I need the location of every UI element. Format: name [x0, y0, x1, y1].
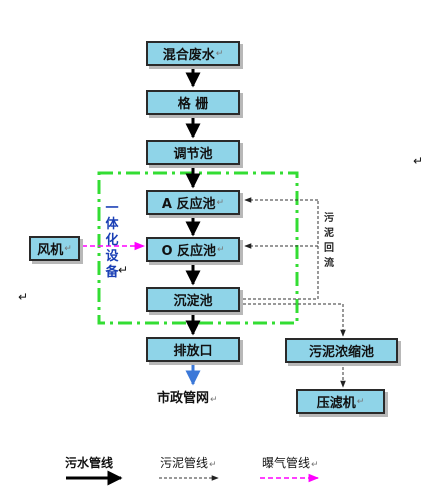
sludge-return-path — [243, 200, 319, 300]
legend-sludge-text: 污泥管线 — [160, 456, 209, 470]
integrated-equipment-frame — [97, 171, 299, 325]
municipal-pipe-network-label: 市政管网↵ — [157, 387, 218, 406]
paragraph-mark: ↵ — [311, 460, 319, 470]
sludge-return-label: 污泥回流 — [324, 213, 334, 269]
node-blower: 风机↵ — [29, 236, 80, 261]
legend-aeration-label: 曝气管线↵ — [262, 454, 319, 471]
legend-aeration-text: 曝气管线 — [262, 456, 311, 470]
node-discharge-outlet: 排放口 — [146, 337, 240, 362]
node-grille: 格 栅 — [146, 90, 240, 115]
paragraph-mark: ↵ — [216, 197, 225, 208]
legend-sludge-label: 污泥管线↵ — [160, 454, 217, 471]
integrated-equipment-label: 一体化设备 — [105, 201, 119, 280]
legend-sewage-label: 污水管线 — [65, 456, 114, 470]
paragraph-mark: ↵ — [209, 460, 217, 470]
paragraph-mark: ↵ — [118, 263, 129, 277]
node-o-reaction-tank: O 反应池↵ — [146, 237, 240, 262]
node-a-reaction-tank: A 反应池↵ — [146, 190, 240, 215]
node-a-reaction-tank-label: A 反应池 — [161, 197, 216, 212]
node-blower-label: 风机 — [37, 243, 64, 258]
node-mixed-wastewater: 混合废水↵ — [146, 41, 240, 66]
node-o-reaction-tank-label: O 反应池 — [161, 244, 217, 259]
paragraph-mark: ↵ — [210, 395, 218, 405]
paragraph-mark: ↵ — [215, 48, 224, 59]
paragraph-mark: ↵ — [356, 396, 365, 407]
node-grille-label: 格 栅 — [177, 97, 209, 112]
node-mixed-wastewater-label: 混合废水 — [162, 48, 215, 63]
node-filter-press: 压滤机↵ — [296, 389, 385, 414]
node-sludge-thickener-label: 污泥浓缩池 — [308, 345, 374, 360]
paragraph-mark: ↵ — [413, 154, 424, 168]
municipal-pipe-network-text: 市政管网 — [157, 391, 210, 406]
node-sedimentation-tank-label: 沉淀池 — [173, 294, 213, 309]
node-sedimentation-tank: 沉淀池 — [146, 287, 240, 312]
sludge-to-thickener-path — [243, 303, 346, 337]
paragraph-mark: ↵ — [18, 290, 29, 304]
node-discharge-outlet-label: 排放口 — [173, 344, 213, 359]
node-regulating-tank: 调节池 — [146, 140, 240, 165]
node-filter-press-label: 压滤机 — [316, 396, 356, 411]
node-regulating-tank-label: 调节池 — [173, 147, 213, 162]
node-sludge-thickener: 污泥浓缩池 — [285, 338, 398, 363]
paragraph-mark: ↵ — [64, 243, 72, 254]
paragraph-mark: ↵ — [217, 244, 225, 255]
